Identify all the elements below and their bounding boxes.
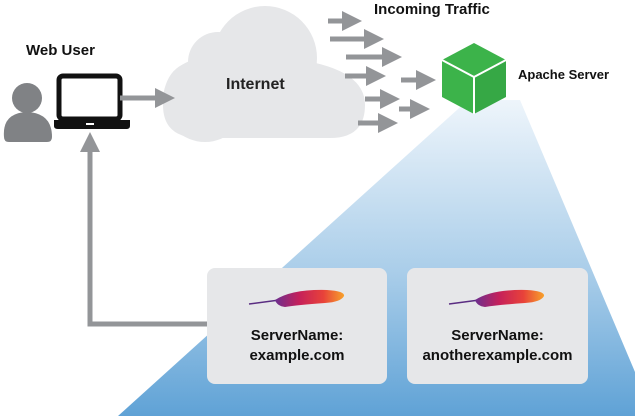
servername-value: anotherexample.com: [422, 347, 573, 364]
apache-feather-icon: [248, 289, 345, 307]
laptop-icon: [54, 73, 130, 129]
apache-server-label: Apache Server: [518, 67, 610, 82]
virtual-host-card: ServerName: example.com: [207, 268, 387, 384]
cloud-icon: [163, 6, 365, 142]
virtual-host-card: ServerName: anotherexample.com: [407, 268, 588, 384]
servername-key: ServerName:: [250, 327, 344, 344]
apache-feather-icon: [448, 289, 545, 307]
internet-label: Internet: [226, 76, 285, 93]
servername-value: example.com: [249, 347, 345, 364]
incoming-traffic-label: Incoming Traffic: [374, 1, 490, 18]
servername-key: ServerName:: [451, 327, 544, 344]
user-icon: [3, 83, 52, 142]
incoming-traffic-arrows: [328, 11, 436, 133]
response-path: [80, 132, 207, 327]
web-user-label: Web User: [26, 42, 95, 59]
cube-icon: [441, 43, 507, 114]
